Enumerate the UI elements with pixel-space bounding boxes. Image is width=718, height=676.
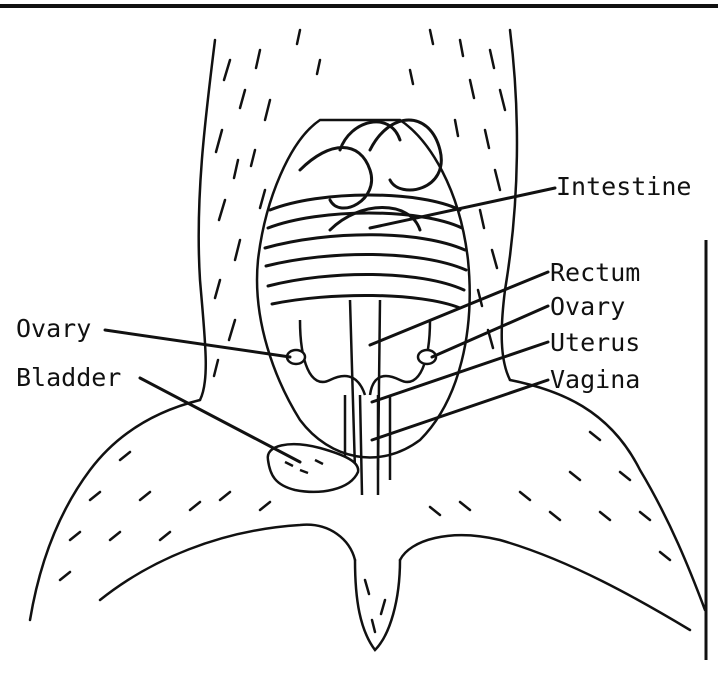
label-uterus: Uterus [550,330,640,355]
label-vagina: Vagina [550,367,640,392]
label-rectum: Rectum [550,260,640,285]
label-intestine: Intestine [556,174,691,199]
label-ovary-left: Ovary [16,316,91,341]
label-ovary-right: Ovary [550,294,625,319]
label-bladder: Bladder [16,365,121,390]
